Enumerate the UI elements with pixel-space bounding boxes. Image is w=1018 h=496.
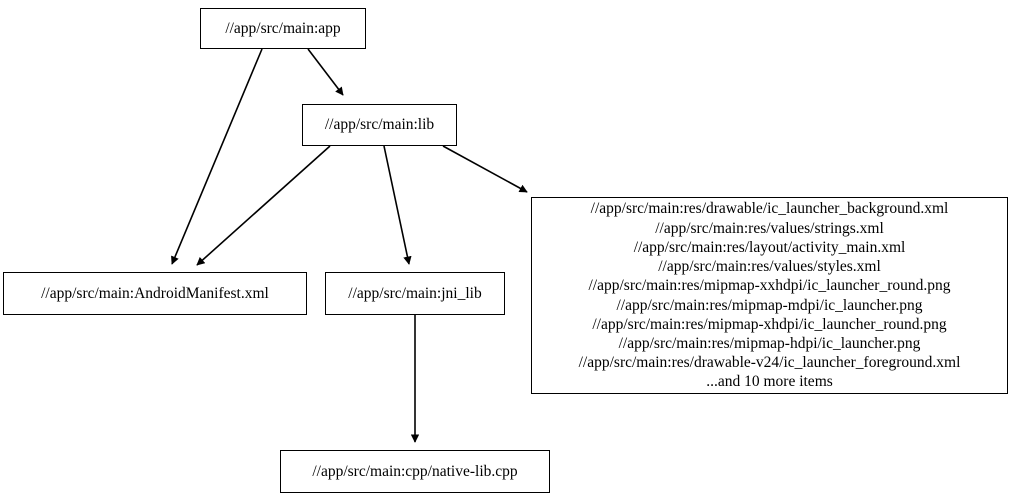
edge-lib-to-res-group [442, 145, 528, 193]
edge-lib-to-android-manifest [196, 145, 331, 266]
node-jni-lib[interactable]: //app/src/main:jni_lib [325, 272, 505, 315]
node-jni-lib-label: //app/src/main:jni_lib [348, 284, 482, 302]
node-app[interactable]: //app/src/main:app [200, 8, 366, 49]
node-lib[interactable]: //app/src/main:lib [302, 104, 457, 146]
node-lib-label: //app/src/main:lib [324, 116, 435, 134]
node-android-manifest-label: //app/src/main:AndroidManifest.xml [41, 284, 269, 302]
edge-app-to-android-manifest [171, 48, 263, 265]
node-app-label: //app/src/main:app [225, 19, 341, 37]
node-android-manifest[interactable]: //app/src/main:AndroidManifest.xml [3, 272, 307, 315]
edge-lib-to-jni-lib [383, 145, 412, 265]
node-res-group[interactable]: //app/src/main:res/drawable/ic_launcher_… [531, 197, 1008, 394]
node-res-group-label: //app/src/main:res/drawable/ic_launcher_… [578, 200, 961, 391]
edge-app-to-lib [307, 48, 344, 96]
node-native-lib-label: //app/src/main:cpp/native-lib.cpp [312, 462, 518, 480]
node-native-lib[interactable]: //app/src/main:cpp/native-lib.cpp [280, 450, 550, 493]
